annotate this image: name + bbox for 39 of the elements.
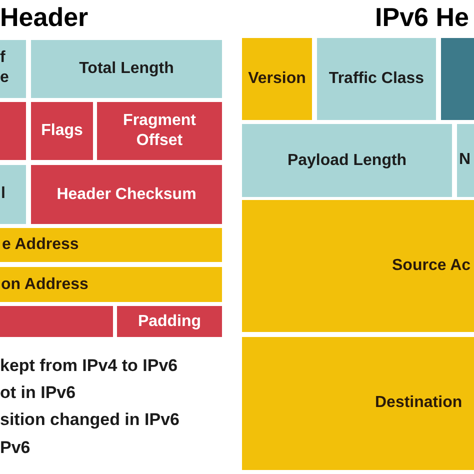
header-field-block [0, 228, 222, 262]
field-name: Traffic Class [328, 69, 424, 89]
header-field-block [0, 165, 26, 224]
header-field-block [0, 267, 222, 302]
header-field-block [117, 306, 222, 337]
header-field-block [242, 337, 474, 470]
field-name: N [459, 150, 471, 170]
header-field-block [31, 165, 222, 224]
header-field-block [0, 40, 26, 98]
legend-text: Pv6 [0, 438, 30, 458]
header-field-block [242, 124, 452, 197]
header-field-block [242, 38, 312, 120]
field-name: Padding [138, 312, 202, 332]
field-name: Version [248, 69, 306, 89]
field-name: Source Ac [392, 256, 471, 276]
field-name: Total Length [79, 59, 174, 79]
header-field-block [31, 40, 222, 98]
header-field-block [97, 102, 222, 160]
legend-text: kept from IPv4 to IPv6 [0, 356, 178, 376]
field-name: e Address [2, 235, 79, 255]
legend-text: sition changed in IPv6 [0, 410, 180, 430]
header-field-block [31, 102, 93, 160]
header-field-block [317, 38, 436, 120]
field-name: Header Checksum [56, 184, 196, 204]
field-name: Payload Length [287, 150, 407, 170]
field-block [441, 38, 474, 120]
field-name: Fragment Offset [122, 111, 197, 151]
header-field-block [242, 200, 474, 332]
field-block [0, 102, 26, 160]
panel-heading: IPv6 He [375, 2, 469, 33]
field-name: Destination [375, 393, 462, 413]
field-name: Flags [41, 121, 83, 141]
legend-text: ot in IPv6 [0, 383, 76, 403]
panel-heading: Header [0, 2, 88, 33]
field-block [0, 306, 113, 337]
field-name: l [1, 184, 6, 204]
header-field-block [457, 124, 474, 197]
field-name: f e [0, 48, 9, 88]
field-name: on Address [1, 275, 88, 295]
